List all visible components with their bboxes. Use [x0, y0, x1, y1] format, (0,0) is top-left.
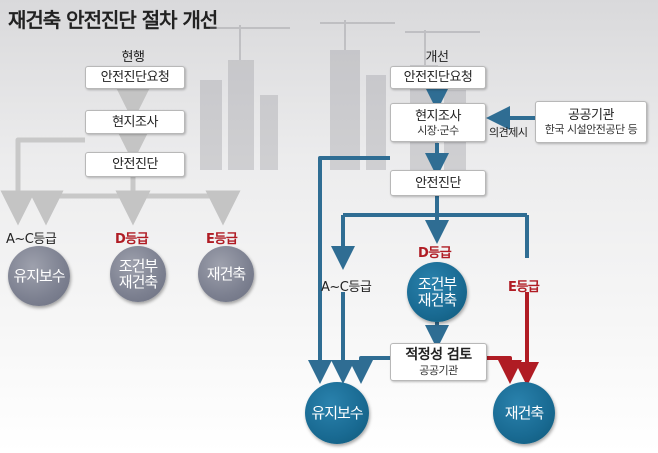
improved-maintain-label: 유지보수 [311, 404, 363, 422]
public-agency-label: 공공기관 [568, 108, 614, 123]
current-survey-label: 현지조사 [112, 114, 158, 130]
current-grade-e: E등급 [206, 232, 238, 247]
improved-diagnosis-label: 안전진단 [415, 175, 461, 191]
current-conditional-label-1: 조건부 [118, 257, 158, 275]
review-label: 적정성 검토 [405, 347, 472, 363]
improved-rebuild-circle: 재건축 [493, 382, 555, 444]
improved-conditional-label-1: 조건부 [417, 275, 457, 293]
improved-grade-e: E등급 [508, 280, 540, 295]
current-rebuild-label: 재건축 [206, 265, 246, 283]
current-survey-box: 현지조사 [85, 110, 185, 134]
public-agency-sublabel: 한국 시설안전공단 등 [544, 123, 638, 136]
current-request-box: 안전진단요청 [85, 66, 185, 89]
improved-request-box: 안전진단요청 [390, 66, 486, 89]
improved-diagnosis-box: 안전진단 [390, 170, 486, 196]
current-diagnosis-label: 안전진단 [112, 157, 158, 172]
current-request-label: 안전진단요청 [100, 70, 170, 85]
current-conditional-circle: 조건부 재건축 [110, 246, 166, 302]
public-agency-box: 공공기관 한국 시설안전공단 등 [535, 101, 647, 143]
current-rebuild-circle: 재건축 [198, 246, 254, 302]
improved-conditional-label-2: 재건축 [417, 291, 457, 309]
opinion-label: 의견제시 [489, 126, 528, 139]
improved-conditional-circle: 조건부 재건축 [407, 262, 467, 322]
current-grade-ac: A~C등급 [6, 232, 57, 247]
current-diagnosis-box: 안전진단 [85, 152, 185, 177]
improved-survey-sublabel: 시장·군수 [417, 123, 459, 137]
current-grade-d: D등급 [115, 232, 149, 247]
improved-grade-ac: A~C등급 [321, 280, 372, 295]
improved-grade-d: D등급 [418, 246, 452, 261]
improved-request-label: 안전진단요청 [403, 70, 473, 85]
current-maintain-label: 유지보수 [13, 267, 65, 285]
improved-survey-label: 현지조사 [415, 108, 461, 124]
page-title: 재건축 안전진단 절차 개선 [8, 8, 218, 32]
current-conditional-label-2: 재건축 [118, 273, 158, 291]
improved-survey-box: 현지조사 시장·군수 [390, 103, 486, 142]
current-heading: 현행 [121, 50, 145, 65]
improved-rebuild-label: 재건축 [504, 404, 544, 422]
current-maintain-circle: 유지보수 [8, 246, 70, 306]
review-box: 적정성 검토 공공기관 [390, 343, 487, 381]
review-sublabel: 공공기관 [419, 364, 458, 377]
improved-maintain-circle: 유지보수 [305, 382, 369, 444]
improved-heading: 개선 [425, 50, 449, 65]
